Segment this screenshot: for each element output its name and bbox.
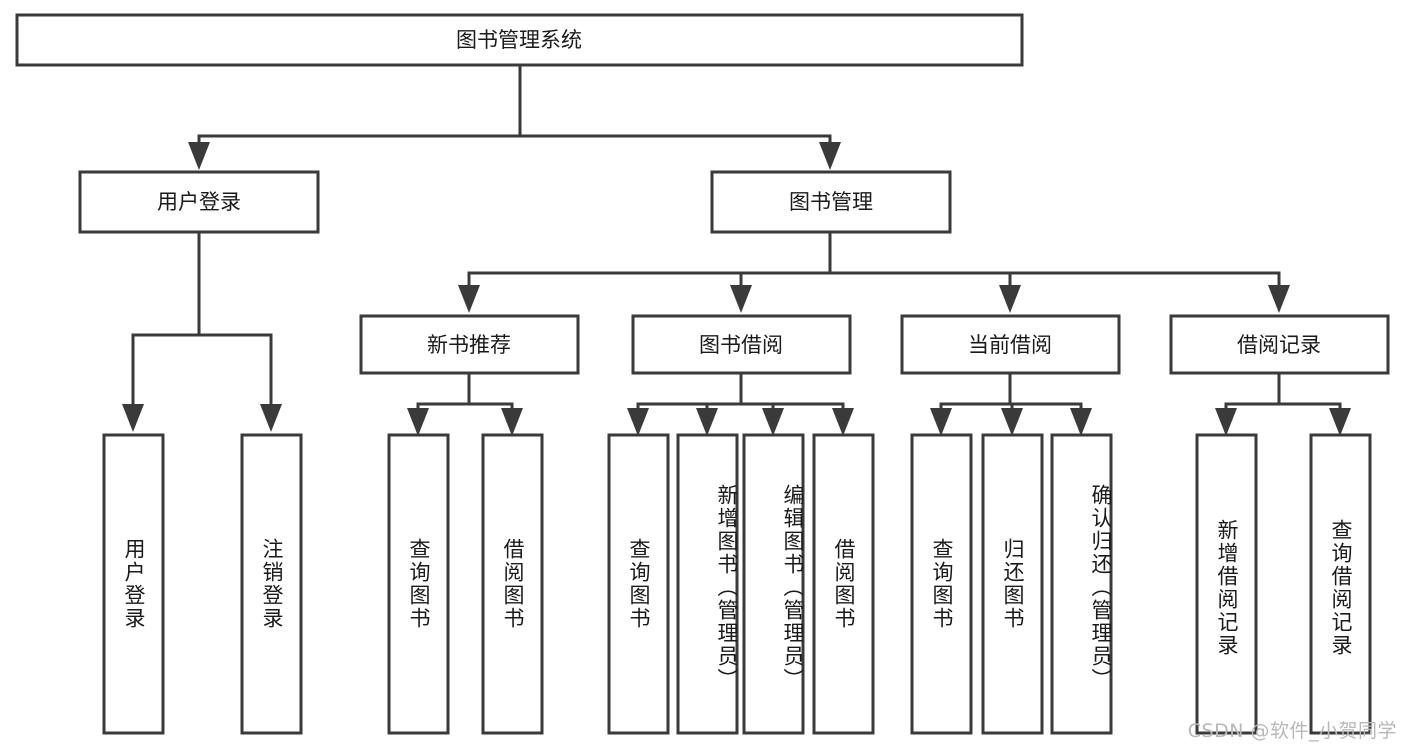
node-root[interactable]: 图书管理系统	[15, 13, 1024, 67]
arrow-to-leaf-query-book-3	[930, 408, 952, 436]
node-user-login-label: 用户登录	[157, 190, 241, 214]
connector-group-current-borrow-children	[939, 371, 1083, 414]
arrow-to-leaf-query-book-2	[627, 408, 649, 436]
arrow-to-book-borrow	[730, 285, 752, 313]
node-leaf-return-book[interactable]	[981, 433, 1044, 735]
arrow-to-leaf-add-record	[1215, 408, 1237, 436]
arrow-to-leaf-add-book	[696, 408, 718, 436]
node-leaf-add-record[interactable]	[1195, 433, 1258, 735]
node-user-login[interactable]: 用户登录	[78, 170, 320, 234]
connector-group-root-to-level2	[197, 63, 832, 146]
node-leaf-user-login[interactable]	[102, 433, 165, 735]
arrow-to-leaf-query-book-1	[407, 408, 429, 436]
connector-group-user-login-children	[131, 230, 273, 410]
arrow-root-to-user-login	[188, 142, 210, 170]
connector-group-book-borrow-children	[636, 371, 845, 414]
node-root-label: 图书管理系统	[456, 28, 582, 52]
node-leaf-borrow-book-2[interactable]	[812, 433, 875, 735]
node-current-borrow-label: 当前借阅	[968, 333, 1052, 357]
leaf-boxes-group	[102, 433, 1372, 735]
node-leaf-query-book-2[interactable]	[607, 433, 670, 735]
arrow-to-leaf-edit-book	[762, 408, 784, 436]
csdn-watermark: CSDN @软件_小贺同学	[1187, 720, 1397, 742]
connector-group-new-book-recommend-children	[416, 371, 514, 414]
node-leaf-query-book-1[interactable]	[387, 433, 450, 735]
node-borrow-record-label: 借阅记录	[1237, 333, 1321, 357]
node-leaf-query-book-3[interactable]	[910, 433, 973, 735]
node-leaf-borrow-book-1[interactable]	[481, 433, 544, 735]
arrow-to-leaf-borrow-book-2	[832, 408, 854, 436]
node-book-manage-label: 图书管理	[789, 190, 873, 214]
arrow-root-to-book-manage	[819, 142, 841, 170]
node-leaf-user-logout[interactable]	[240, 433, 303, 735]
arrow-to-leaf-query-record	[1329, 408, 1351, 436]
node-book-manage[interactable]: 图书管理	[710, 170, 952, 234]
node-new-book-recommend[interactable]: 新书推荐	[359, 314, 580, 375]
connector-group-borrow-record-children	[1224, 371, 1342, 414]
arrow-to-leaf-return-book	[1001, 408, 1023, 436]
node-borrow-record[interactable]: 借阅记录	[1169, 314, 1390, 375]
arrow-to-current-borrow	[999, 285, 1021, 313]
arrow-to-leaf-borrow-book-1	[501, 408, 523, 436]
node-book-borrow-label: 图书借阅	[699, 333, 783, 357]
arrow-to-leaf-confirm-return	[1070, 408, 1092, 436]
node-leaf-query-record[interactable]	[1309, 433, 1372, 735]
node-current-borrow[interactable]: 当前借阅	[900, 314, 1121, 375]
node-leaf-add-book[interactable]	[676, 433, 739, 735]
node-book-borrow[interactable]: 图书借阅	[631, 314, 852, 375]
arrow-to-borrow-record	[1268, 285, 1290, 313]
arrow-to-leaf-user-login	[122, 404, 144, 432]
arrow-to-leaf-user-logout	[260, 404, 282, 432]
node-leaf-confirm-return[interactable]	[1050, 433, 1113, 735]
arrow-to-new-book-recommend	[458, 285, 480, 313]
node-new-book-recommend-label: 新书推荐	[427, 333, 511, 357]
node-leaf-edit-book[interactable]	[742, 433, 805, 735]
connector-group-book-manage-children	[467, 230, 1281, 290]
